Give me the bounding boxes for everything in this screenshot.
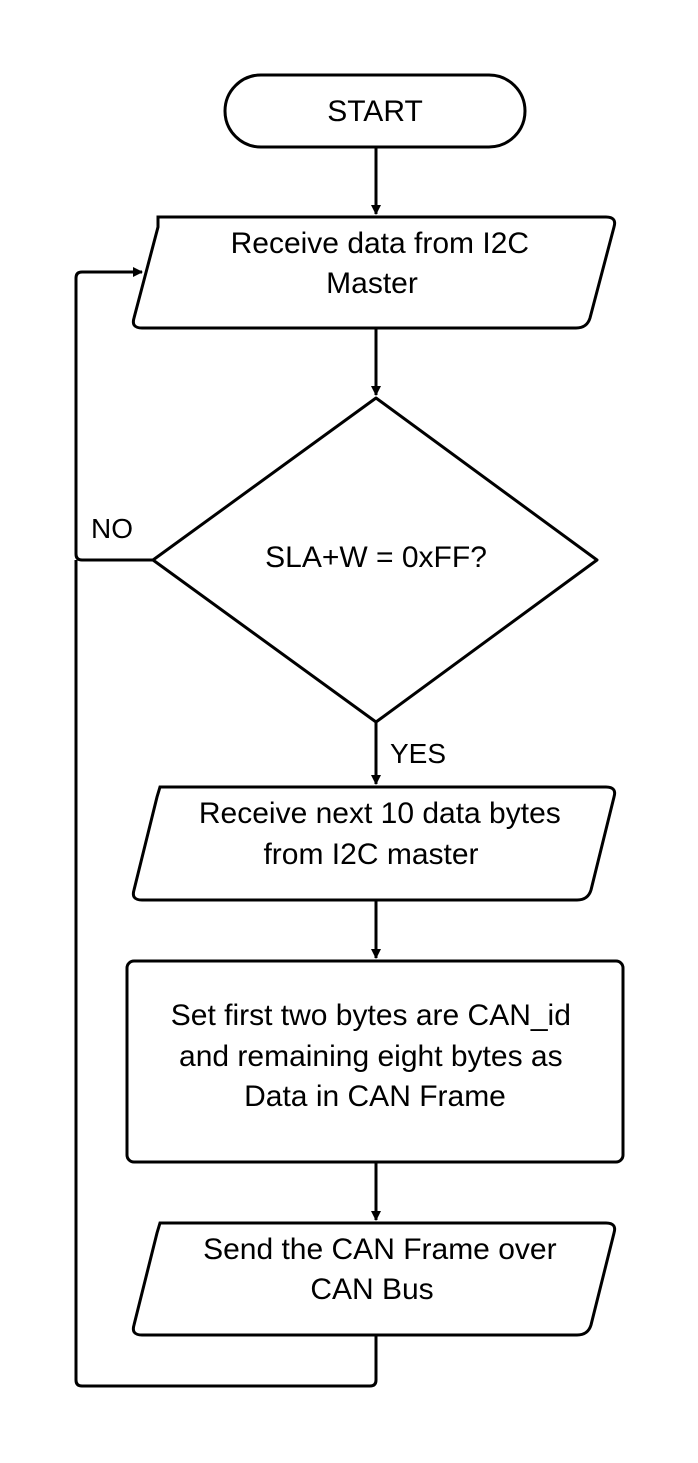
send-frame-label: Send the CAN Frame over CAN Bus bbox=[203, 1233, 565, 1306]
decision-label: SLA+W = 0xFF? bbox=[265, 541, 487, 574]
edge-label-no: NO bbox=[91, 513, 133, 544]
receive-data-parallelogram bbox=[131, 215, 617, 330]
receive-next-label: Receive next 10 data bytes from I2C mast… bbox=[199, 797, 569, 871]
start-label: START bbox=[327, 95, 423, 128]
set-bytes-label: Set first two bytes are CAN_id and remai… bbox=[171, 999, 580, 1113]
edge-label-yes: YES bbox=[390, 738, 446, 769]
send-frame-parallelogram bbox=[131, 1221, 617, 1337]
receive-next-parallelogram bbox=[131, 785, 617, 902]
arrow-send-loop-back bbox=[74, 560, 378, 1388]
receive-data-label: Receive data from I2C Master bbox=[231, 227, 538, 300]
arrow-decision-no-loop bbox=[74, 267, 153, 562]
